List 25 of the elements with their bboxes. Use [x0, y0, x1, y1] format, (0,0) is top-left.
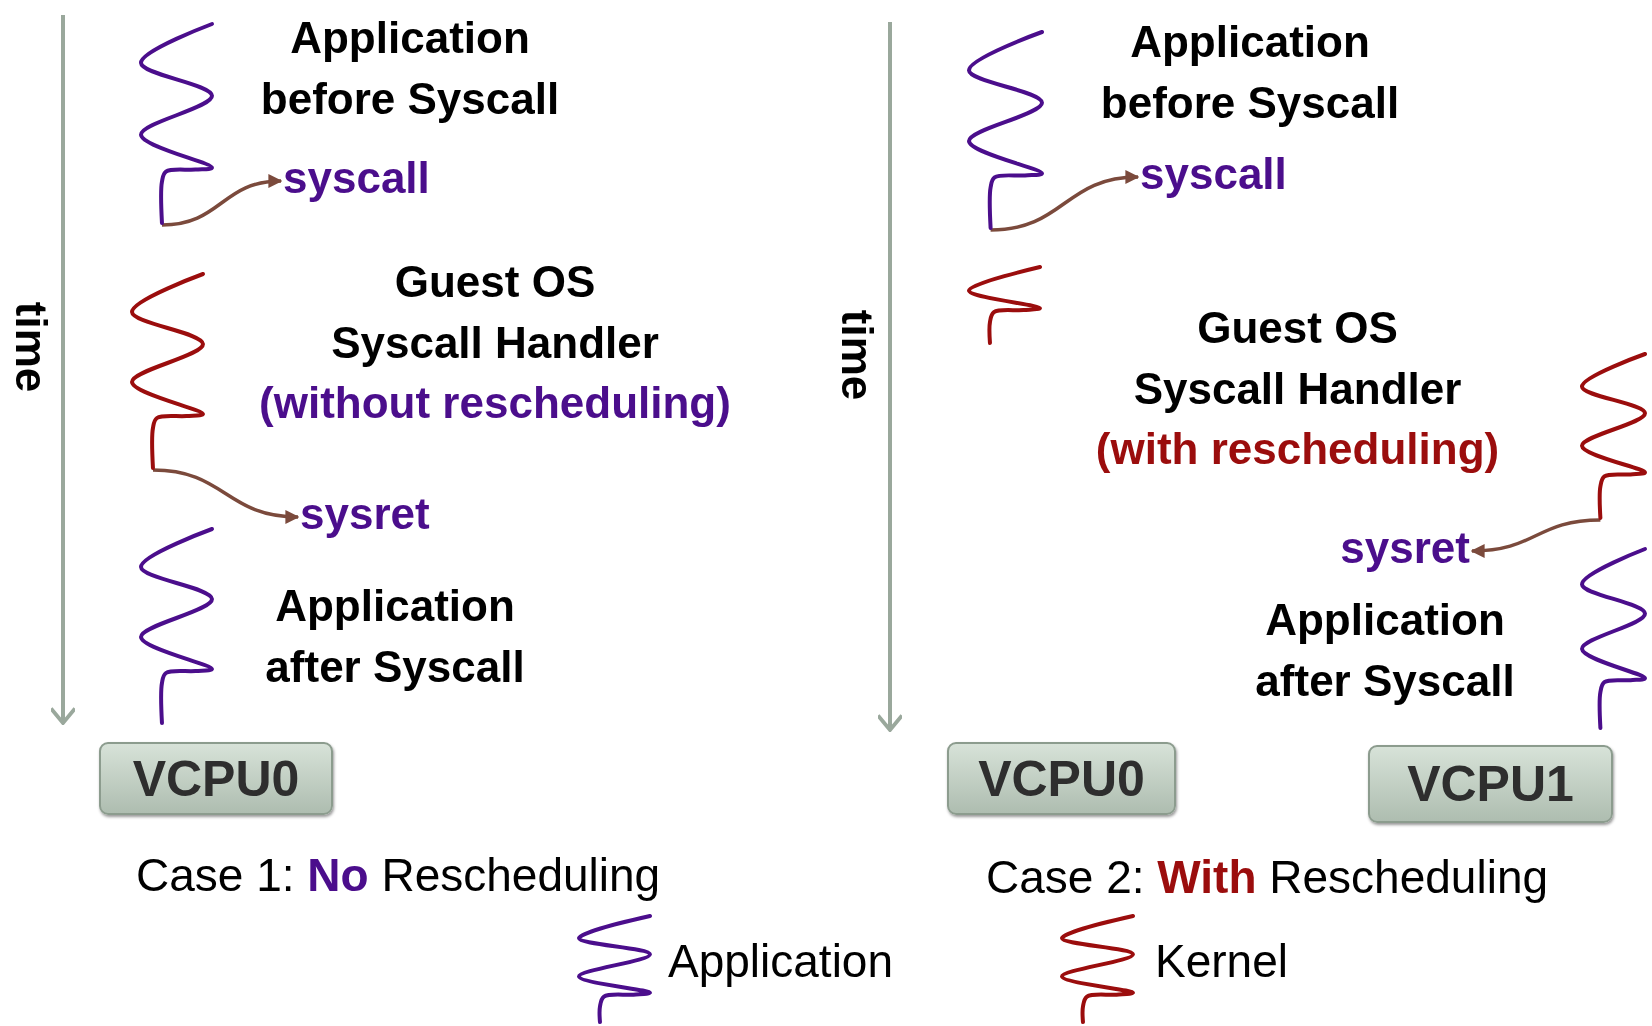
axis-label: time — [6, 301, 57, 393]
case-caption: Case 2: With Rescheduling — [986, 850, 1549, 904]
phase-label: (without rescheduling) — [259, 377, 731, 430]
phase-label: Application after Syscall — [264, 580, 526, 693]
event-label: syscall — [283, 152, 430, 204]
phase-label: (with rescheduling) — [1095, 423, 1500, 476]
axis-label: time — [832, 309, 883, 401]
event-label: sysret — [1340, 522, 1470, 574]
legend-label: Application — [668, 934, 894, 988]
case-caption: Case 1: No Rescheduling — [136, 848, 661, 902]
phase-label: Application before Syscall — [1099, 16, 1401, 129]
phase-label: Guest OS Syscall Handler — [1132, 302, 1463, 415]
cpu-box: VCPU1 — [1368, 745, 1613, 823]
legend-label: Kernel — [1155, 934, 1288, 988]
cpu-box: VCPU0 — [99, 742, 333, 815]
phase-label: Guest OS Syscall Handler — [330, 256, 660, 369]
event-label: syscall — [1140, 148, 1287, 200]
arrow — [152, 468, 300, 524]
arrow — [990, 170, 1140, 232]
arrow — [161, 174, 283, 227]
cpu-box: VCPU0 — [947, 742, 1176, 815]
phase-label: Application after Syscall — [1254, 594, 1516, 707]
event-label: sysret — [300, 488, 430, 540]
arrow — [1470, 518, 1601, 558]
phase-label: Application before Syscall — [259, 12, 561, 125]
